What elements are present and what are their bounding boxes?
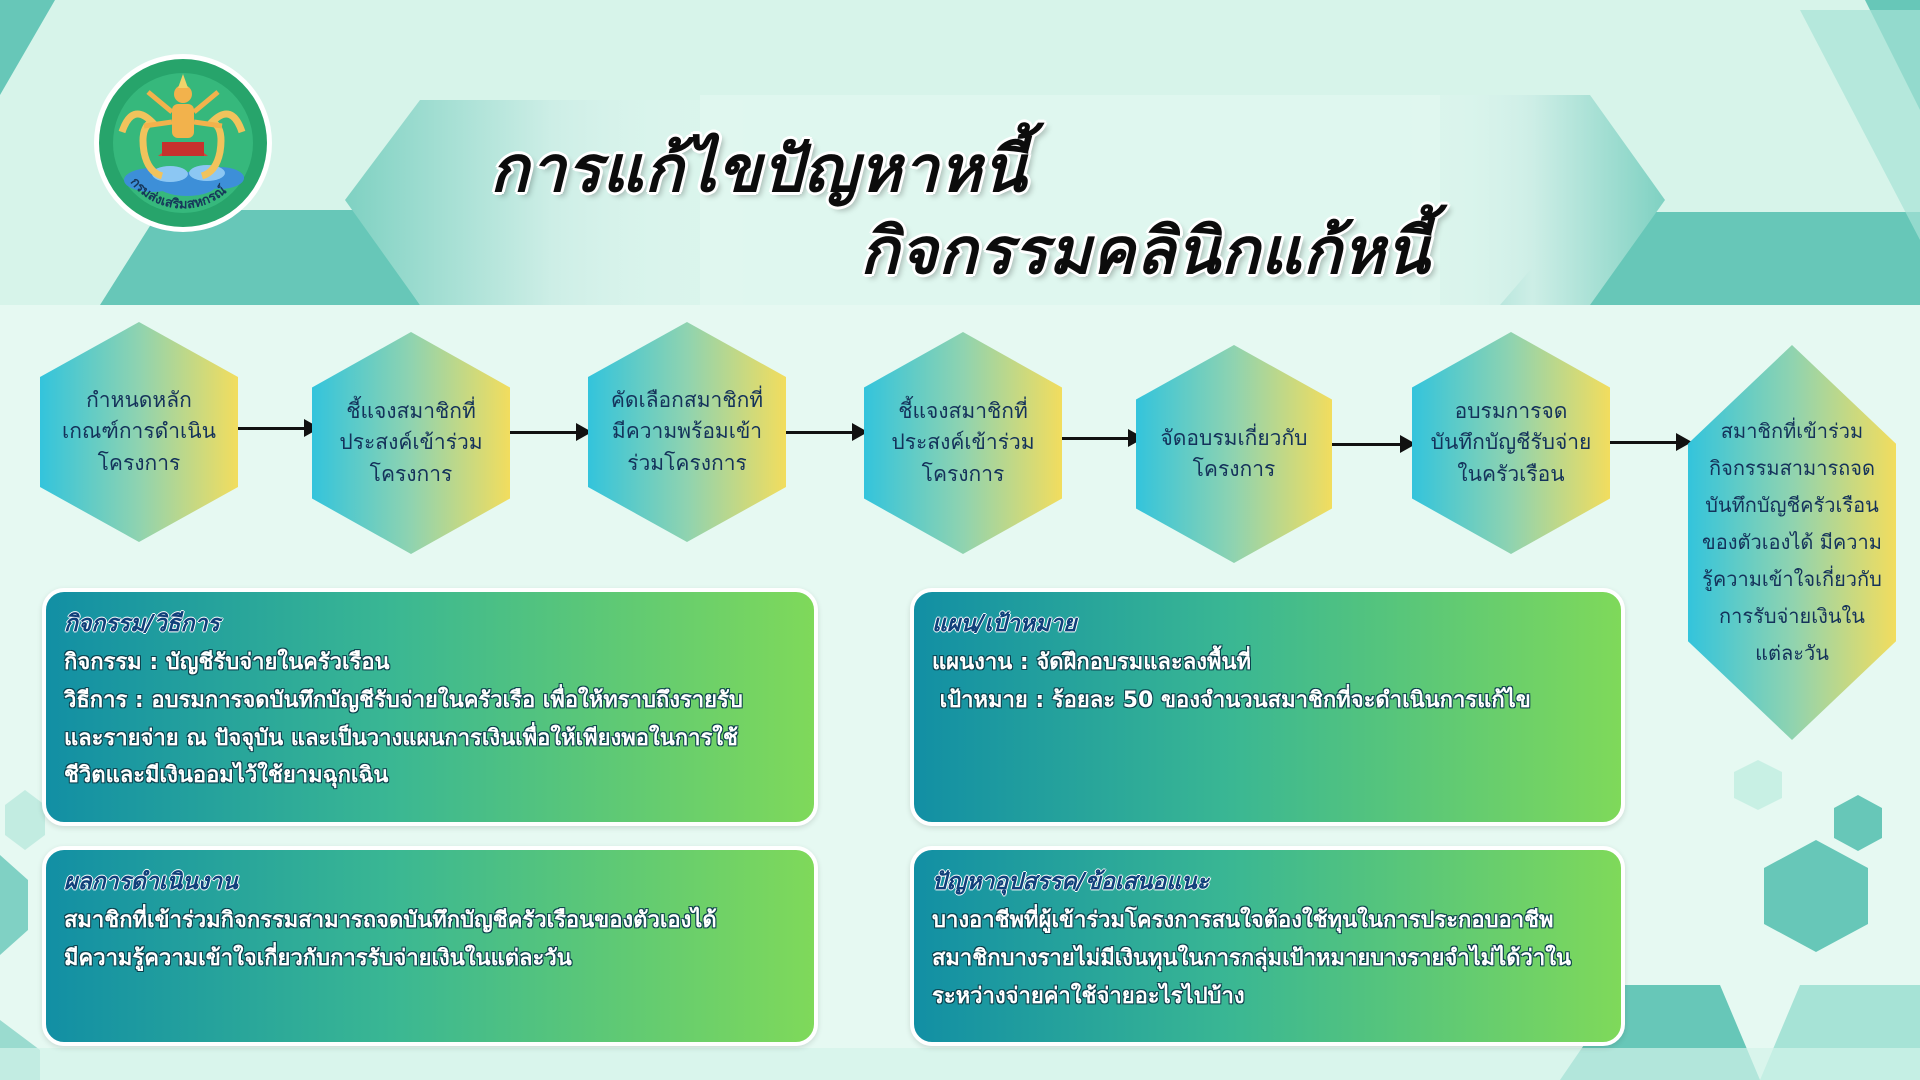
plan-panel: แผน/เป้าหมาย แผนงาน : จัดฝึกอบรมและลงพื้… [910,588,1625,826]
activity-line: และรายจ่าย ณ ปัจจุบัน และเป็นวางแผนการเง… [64,725,738,751]
step-text: กำหนดหลัก [86,387,192,412]
step-text: ชี้แจงสมาชิกที่ [898,398,1028,423]
problems-line: สมาชิกบางรายไม่มีเงินทุนในการกลุ่มเป้าหม… [932,945,1571,971]
step-text: บันทึกบัญชีรับจ่าย [1430,430,1592,455]
activity-heading: กิจกรรม/วิธีการ [64,611,220,637]
step-text: ในครัวเรือน [1457,461,1565,486]
step-text: ของตัวเองได้ มีความ [1702,530,1882,554]
step-6-hexagon: อบรมการจดบันทึกบัญชีรับจ่ายในครัวเรือน [1412,332,1610,554]
activity-line: ชีวิตและมีเงินออมไว้ใช้ยามฉุกเฉิน [64,763,389,789]
step-2-hexagon: ชี้แจงสมาชิกที่ประสงค์เข้าร่วมโครงการ [312,332,510,554]
arrow-1 [238,419,320,437]
problems-heading: ปัญหาอุปสรรค/ข้อเสนอแนะ [932,869,1210,895]
step-text: สมาชิกที่เข้าร่วม [1720,419,1864,443]
result-line: สมาชิกที่เข้าร่วมกิจกรรมสามารถจดบันทึกบั… [64,908,717,933]
step-text: คัดเลือกสมาชิกที่ [610,387,764,412]
plan-line: แผนงาน : จัดฝึกอบรมและลงพื้นที่ [932,650,1251,675]
arrow-2 [510,423,592,441]
activity-line: กิจกรรม : บัญชีรับจ่ายในครัวเรือน [64,650,390,675]
title-line-2: กิจกรรมคลินิกแก้หนี้ [860,214,1431,289]
step-text: แต่ละวัน [1755,641,1829,665]
plan-line: เป้าหมาย : ร้อยละ 50 ของจำนวนสมาชิกที่จะ… [932,687,1531,713]
problems-line: ระหว่างจ่ายค่าใช้จ่ายอะไรไปบ้าง [932,983,1245,1009]
step-text: โครงการ [369,461,453,486]
result-line: มีความรู้ความเข้าใจเกี่ยวกับการรับจ่ายเง… [64,945,572,971]
step-text: จัดอบรมเกี่ยวกับ [1160,425,1308,450]
step-text: การรับจ่ายเงินใน [1719,604,1865,628]
activity-line: วิธีการ : อบรมการจดบันทึกบัญชีรับจ่ายในค… [64,687,743,713]
step-text: โครงการ [921,461,1005,486]
problems-line: บางอาชีพที่ผู้เข้าร่วมโครงการสนใจต้องใช้… [932,908,1554,933]
step-text: มีความพร้อมเข้า [611,419,763,444]
step-text: ประสงค์เข้าร่วม [891,430,1035,455]
step-text: บันทึกบัญชีครัวเรือน [1705,493,1879,517]
step-text: ประสงค์เข้าร่วม [339,430,483,455]
step-text: โครงการ [1192,457,1276,481]
step-text: ร่วมโครงการ [627,450,747,475]
step-text: กิจกรรมสามารถจด [1708,456,1875,480]
step-text: โครงการ [97,450,181,475]
step-text: เกณฑ์การดำเนิน [62,419,216,444]
problems-panel: ปัญหาอุปสรรค/ข้อเสนอแนะ บางอาชีพที่ผู้เข… [910,846,1625,1046]
arrow-5 [1332,435,1416,453]
result-heading: ผลการดำเนินงาน [64,869,238,895]
arrow-4 [1062,429,1144,447]
title-line-1: การแก้ไขปัญหาหนี้ [490,132,1028,207]
step-text: อบรมการจด [1454,398,1568,423]
activity-panel: กิจกรรม/วิธีการ กิจกรรม : บัญชีรับจ่ายใน… [42,588,818,826]
plan-heading: แผน/เป้าหมาย [932,611,1077,637]
cooperative-seal-logo: กรมส่งเสริมสหกรณ์ [94,54,272,232]
step-4-hexagon: ชี้แจงสมาชิกที่ประสงค์เข้าร่วมโครงการ [864,332,1062,554]
result-panel: ผลการดำเนินงาน สมาชิกที่เข้าร่วมกิจกรรมส… [42,846,818,1046]
arrow-3 [786,423,868,441]
step-text: ชี้แจงสมาชิกที่ [346,398,476,423]
arrow-6 [1610,433,1692,451]
step-text: รู้ความเข้าใจเกี่ยวกับ [1702,567,1882,591]
